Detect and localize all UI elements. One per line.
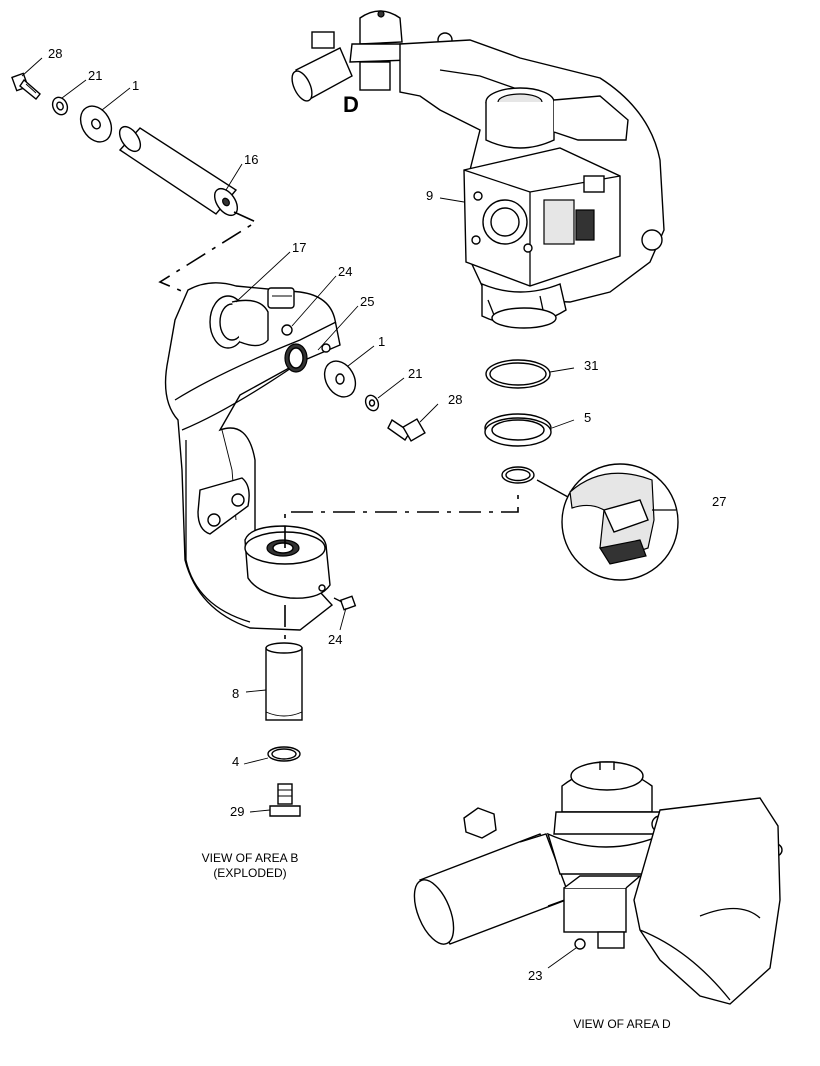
- leader-lines: [21, 57, 577, 969]
- callout-28-top: 28: [48, 46, 62, 61]
- plate-1-top: [79, 105, 113, 143]
- bolt-28-side: [387, 418, 426, 442]
- callout-16: 16: [244, 152, 258, 167]
- caption-view-b-line1: VIEW OF AREA B: [202, 851, 299, 865]
- callout-29: 29: [230, 804, 244, 819]
- area-d-detail: [413, 761, 783, 1005]
- washer-21-side: [364, 394, 380, 412]
- seal-5: [484, 413, 552, 447]
- seal-detail-view: [536, 463, 679, 581]
- callout-1-top: 1: [132, 78, 139, 93]
- callout-17: 17: [292, 240, 306, 255]
- callout-21-side: 21: [408, 366, 422, 381]
- washer-21-top: [51, 96, 69, 116]
- callout-1-side: 1: [378, 334, 385, 349]
- callout-31: 31: [584, 358, 598, 373]
- centerline-pin: [158, 211, 258, 293]
- bolt-29: [269, 783, 301, 817]
- callout-28-side: 28: [448, 392, 462, 407]
- bolt-24-lower: [333, 595, 357, 611]
- o-ring-4: [267, 746, 301, 762]
- pin-8: [265, 642, 303, 721]
- callout-8: 8: [232, 686, 239, 701]
- centerline-boss: [284, 490, 519, 548]
- callout-9: 9: [426, 188, 433, 203]
- callout-24-lower: 24: [328, 632, 342, 647]
- valve-housing-upper: [291, 10, 665, 329]
- callout-27: 27: [712, 494, 726, 509]
- callout-4: 4: [232, 754, 239, 769]
- o-ring-27: [501, 466, 535, 484]
- callout-5: 5: [584, 410, 591, 425]
- bolt-28-top: [11, 72, 41, 100]
- plate-1-side: [323, 360, 357, 398]
- seal-ring-31: [485, 359, 551, 389]
- callout-23: 23: [528, 968, 542, 983]
- caption-view-b-line2: (EXPLODED): [213, 866, 286, 880]
- callout-21-top: 21: [88, 68, 102, 83]
- pin-16: [118, 125, 239, 217]
- caption-view-d: VIEW OF AREA D: [573, 1017, 671, 1031]
- callout-25: 25: [360, 294, 374, 309]
- callout-24-top: 24: [338, 264, 352, 279]
- area-marker-d: D: [343, 92, 359, 117]
- bracket-17: [164, 282, 341, 631]
